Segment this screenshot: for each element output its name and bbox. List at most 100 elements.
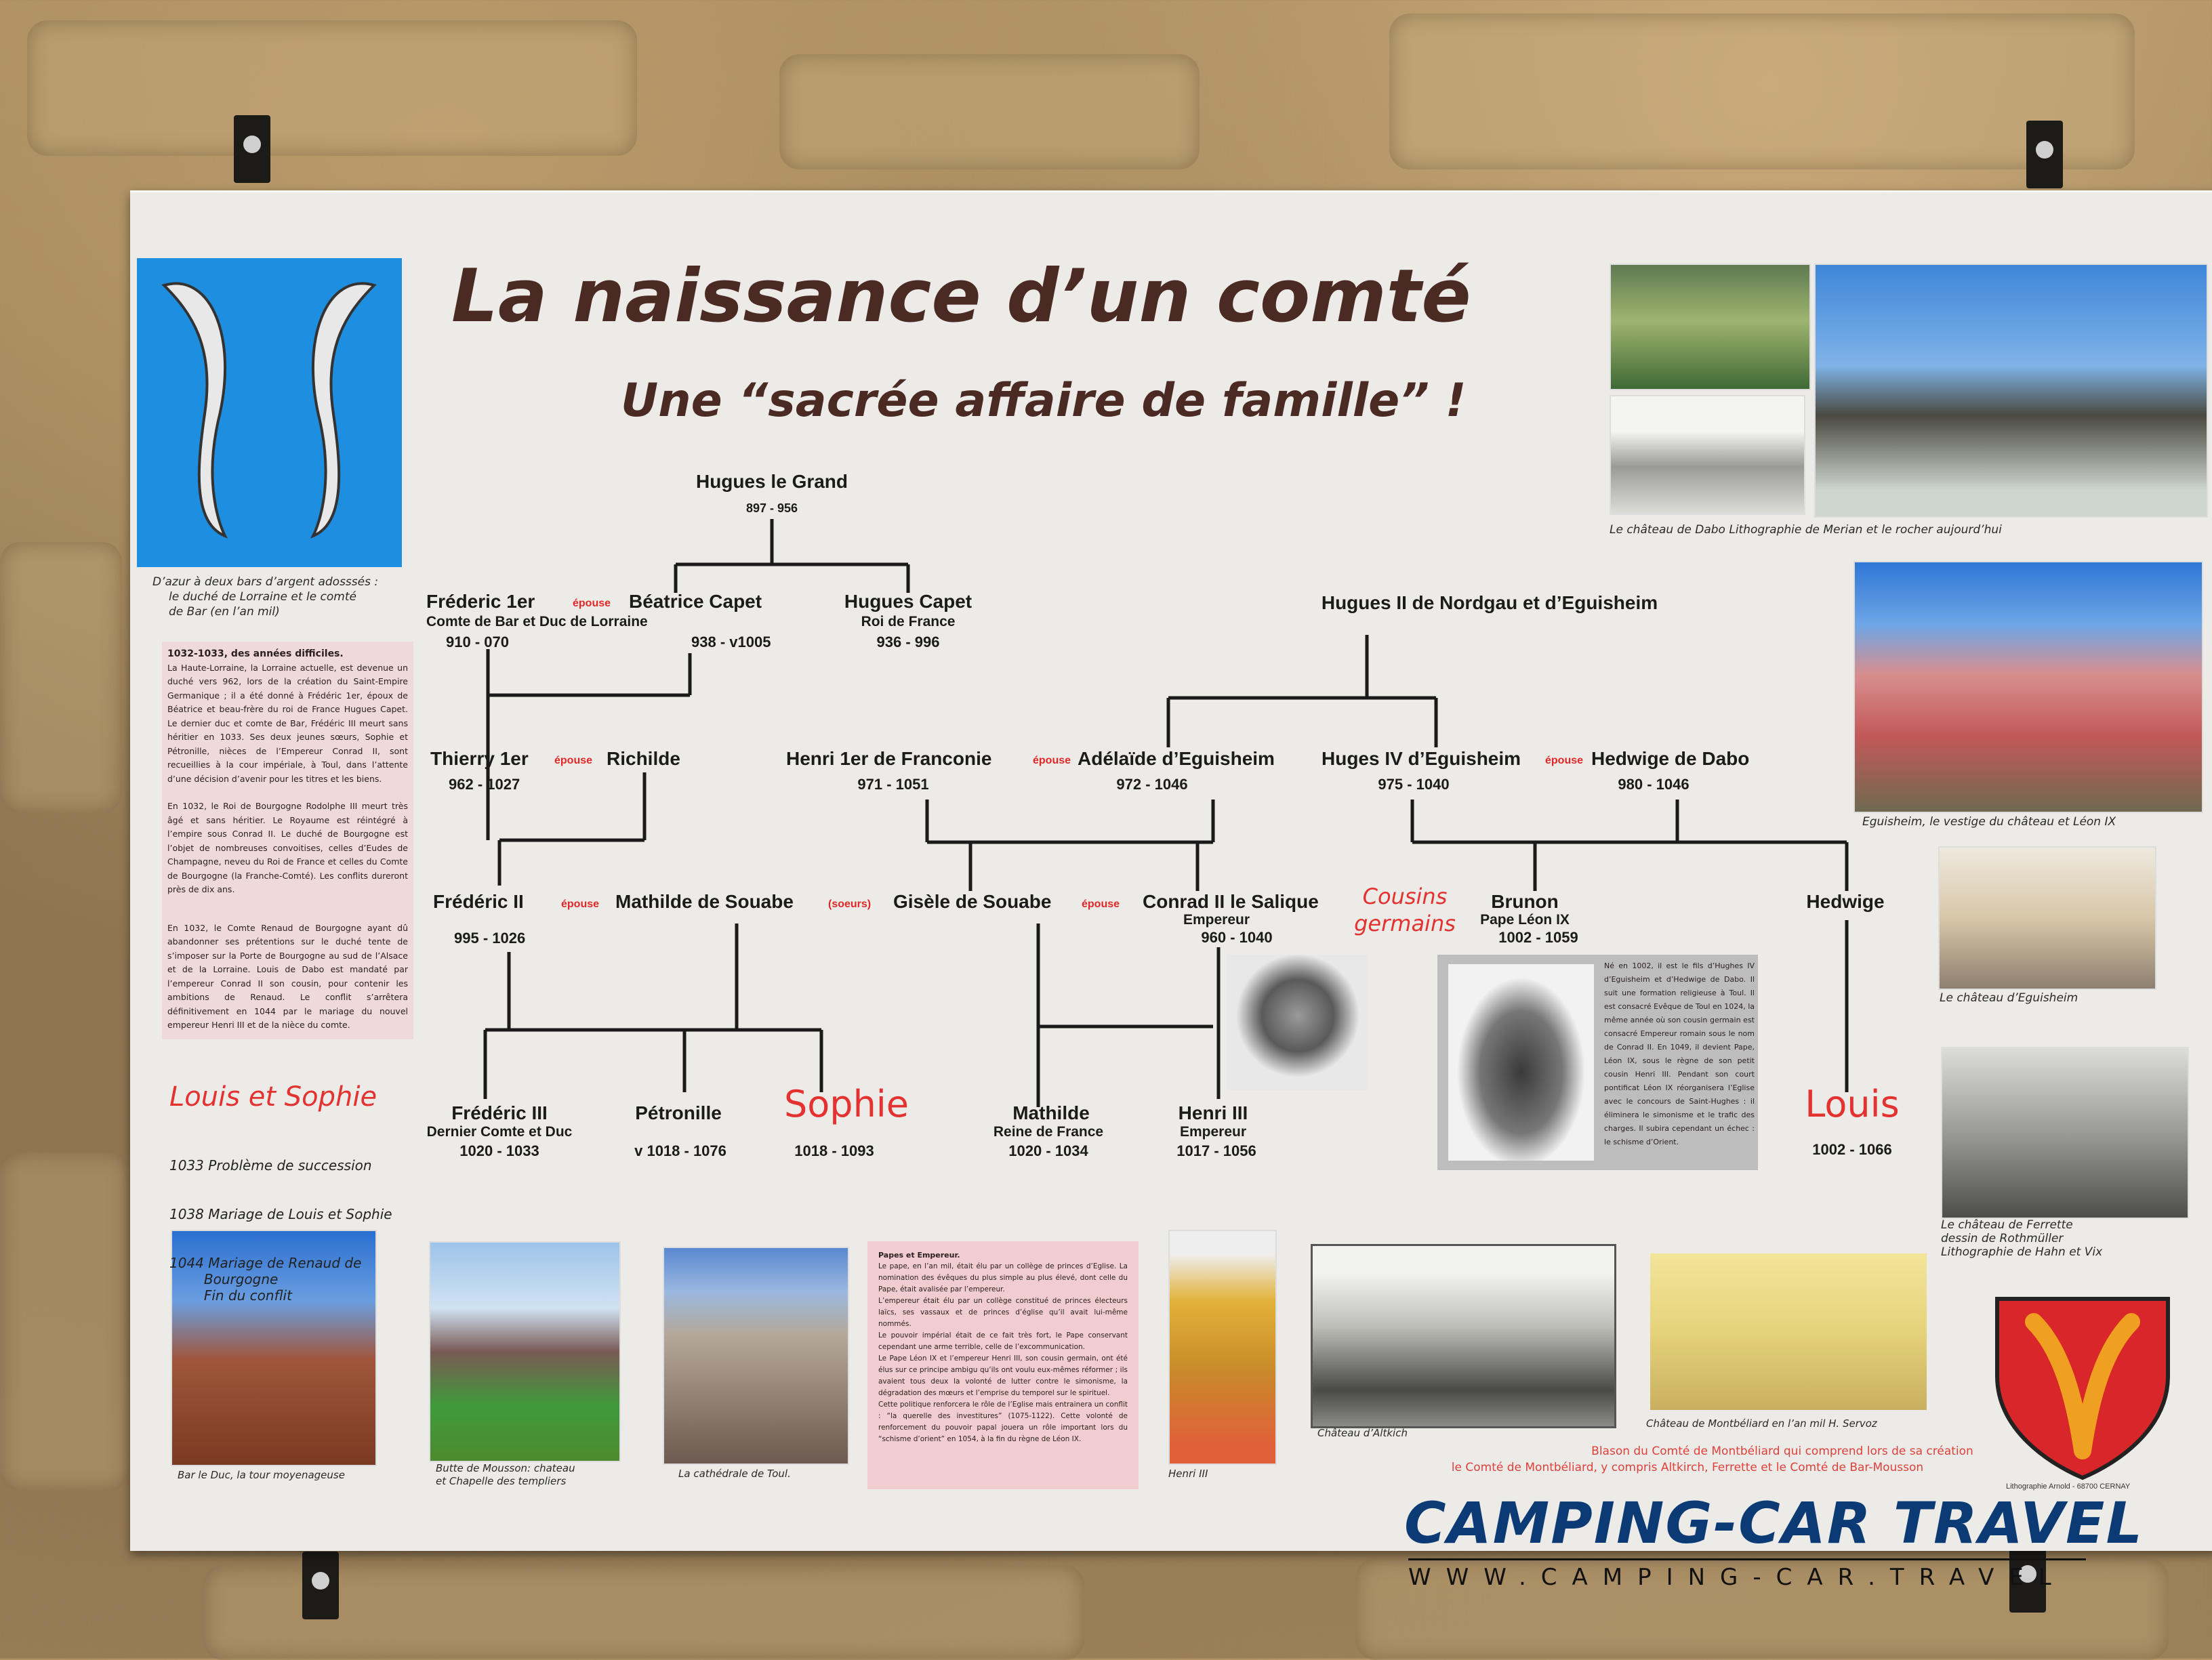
dabo-aerial-photo — [1610, 264, 1811, 390]
watermark-divider — [1408, 1558, 2086, 1560]
person-brunon: Brunon — [1491, 891, 1559, 912]
mousson-caption: Butte de Mousson: chateau et Chapelle de… — [436, 1462, 575, 1488]
stone — [0, 1152, 129, 1491]
person-louis: Louis — [1805, 1083, 1900, 1125]
person-huges-iv-eguisheim: Huges IV d’Eguisheim — [1322, 748, 1521, 769]
stone — [27, 20, 637, 156]
altkich-caption: Château d’Altkich — [1317, 1427, 1408, 1439]
title: Empereur — [1183, 912, 1250, 928]
person-henri-1er-franconie: Henri 1er de Franconie — [786, 748, 992, 769]
label-line: Cousins — [1362, 884, 1448, 909]
blason-caption: D’azur à deux bars d’argent adosssés : l… — [152, 575, 378, 619]
caption-line: Lithographie de Hahn et Vix — [1941, 1245, 2103, 1259]
montbeliard-caption: Château de Montbéliard en l’an mil H. Se… — [1646, 1417, 1877, 1430]
mounting-bracket — [302, 1552, 339, 1619]
louis-sophie-timeline: 1033 Problème de succession 1038 Mariage… — [169, 1125, 392, 1320]
watermark-url: WWW.CAMPING-CAR.TRAVEL — [1408, 1564, 2066, 1591]
spouse-label: épouse — [1082, 898, 1120, 910]
eguisheim-caption: Eguisheim, le vestige du château et Léon… — [1862, 815, 2116, 829]
dates: 910 - 070 — [446, 634, 509, 650]
watermark-brand: CAMPING-CAR TRAVEL — [1404, 1490, 2144, 1556]
info-paragraph: Le pouvoir impérial était de ce fait trè… — [878, 1331, 1128, 1351]
person-thierry-1er: Thierry 1er — [430, 748, 529, 769]
person-mathilde-de-souabe: Mathilde de Souabe — [615, 891, 794, 912]
caption-line: D’azur à deux bars d’argent adosssés : — [152, 575, 379, 589]
person-hugues-capet: Hugues Capet — [844, 591, 972, 612]
caption-line: et Chapelle des templiers — [436, 1475, 567, 1487]
altkich-lithograph — [1311, 1244, 1616, 1428]
dates: 1018 - 1093 — [794, 1142, 874, 1159]
dates: 1020 - 1034 — [1008, 1142, 1088, 1159]
dates: 972 - 1046 — [1116, 776, 1188, 793]
page-subtitle: Une “sacrée affaire de famille” ! — [621, 374, 1467, 428]
timeline-item: 1038 Mariage de Louis et Sophie — [169, 1206, 392, 1222]
info-box-difficult-years: 1032-1033, des années difficiles. La Hau… — [162, 642, 413, 1039]
dates: 971 - 1051 — [857, 776, 929, 793]
caption-line: Le château de Ferrette — [1941, 1218, 2073, 1232]
stone — [1389, 14, 2135, 169]
person-frederic-ii: Frédéric II — [433, 891, 524, 912]
info-paragraph: La Haute-Lorraine, la Lorraine actuelle,… — [167, 662, 408, 784]
mousson-photo — [429, 1241, 621, 1462]
henri-iii-illustration — [1168, 1230, 1277, 1465]
person-frederic-iii: Frédéric III — [451, 1102, 548, 1123]
toul-cathedral-photo — [663, 1247, 849, 1465]
dabo-lithograph — [1610, 395, 1805, 515]
person-hugues-ii-nordgau: Hugues II de Nordgau et d’Eguisheim — [1321, 592, 1658, 613]
title: Empereur — [1179, 1124, 1247, 1140]
person-mathilde: Mathilde — [1012, 1102, 1090, 1123]
leon-ix-text: Né en 1002, il est le fils d’Hughes IV d… — [1604, 961, 1755, 1146]
info-box-heading: Papes et Empereur. — [878, 1251, 960, 1260]
info-box-heading: 1032-1033, des années difficiles. — [167, 648, 344, 659]
spouse-label: épouse — [561, 898, 600, 910]
eguisheim-photo — [1853, 561, 2203, 813]
title: Dernier Comte et Duc — [426, 1124, 573, 1140]
dates: 1002 - 1059 — [1498, 929, 1578, 946]
montbeliard-drawing — [1650, 1253, 1927, 1410]
info-paragraph: L’empereur était élu par un collège cons… — [878, 1297, 1128, 1328]
louis-sophie-heading: Louis et Sophie — [169, 1081, 377, 1113]
eguisheim-lithograph — [1938, 846, 2156, 990]
ferrette-lithograph — [1941, 1047, 2189, 1219]
spouse-label: épouse — [554, 755, 593, 766]
person-gisele-de-souabe: Gisèle de Souabe — [893, 891, 1052, 912]
title: Reine de France — [993, 1124, 1104, 1140]
caption-line: Blason du Comté de Montbéliard qui compr… — [1591, 1445, 1973, 1458]
caption-line: le Comté de Montbéliard, y compris Altki… — [1451, 1461, 1924, 1474]
person-hedwige-de-dabo: Hedwige de Dabo — [1591, 748, 1750, 769]
dates: 938 - v1005 — [691, 634, 771, 650]
ferrette-caption: Le château de Ferrette dessin de Rothmül… — [1941, 1218, 2102, 1259]
person-hedwige: Hedwige — [1806, 891, 1885, 912]
toul-caption: La cathédrale de Toul. — [678, 1468, 791, 1480]
stone — [203, 1565, 1084, 1660]
dates: 975 - 1040 — [1378, 776, 1450, 793]
info-paragraph: Le Pape Léon IX et l’empereur Henri III,… — [878, 1354, 1128, 1397]
caption-line: Butte de Mousson: chateau — [436, 1462, 575, 1474]
person-sophie: Sophie — [783, 1083, 909, 1125]
timeline-item: 1033 Problème de succession — [169, 1157, 372, 1174]
info-paragraph: Le pape, en l’an mil, était élu par un c… — [878, 1262, 1128, 1293]
blason-bars-image — [137, 258, 402, 567]
page-title: La naissance d’un comté — [451, 254, 1471, 339]
person-beatrice-capet: Béatrice Capet — [629, 591, 762, 612]
bar-le-duc-photo — [171, 1230, 377, 1466]
info-paragraph: Cette politique renforcera le rôle de l’… — [878, 1400, 1128, 1443]
mounting-bracket — [2009, 1545, 2046, 1613]
eguisheim-litho-caption: Le château d’Eguisheim — [1940, 991, 2078, 1005]
caption-line: de Bar (en l’an mil) — [169, 605, 280, 619]
mounting-bracket — [234, 115, 270, 183]
conrad-ii-portrait — [1227, 955, 1368, 1090]
stone — [779, 54, 1200, 169]
sisters-label: (soeurs) — [828, 898, 872, 910]
caption-line: le duché de Lorraine et le comté — [169, 590, 356, 604]
person-richilde: Richilde — [607, 748, 680, 769]
title: Comte de Bar et Duc de Lorraine — [426, 614, 648, 629]
info-paragraph: En 1032, le Roi de Bourgogne Rodolphe II… — [167, 801, 408, 894]
info-paragraph: En 1032, le Comte Renaud de Bourgogne ay… — [167, 922, 408, 1031]
person-petronille: Pétronille — [635, 1102, 722, 1123]
dates: 980 - 1046 — [1618, 776, 1689, 793]
henri-iii-caption: Henri III — [1168, 1468, 1208, 1480]
title: Roi de France — [861, 614, 956, 629]
spouse-label: épouse — [573, 598, 611, 609]
dabo-caption: Le château de Dabo Lithographie de Meria… — [1610, 523, 2002, 537]
